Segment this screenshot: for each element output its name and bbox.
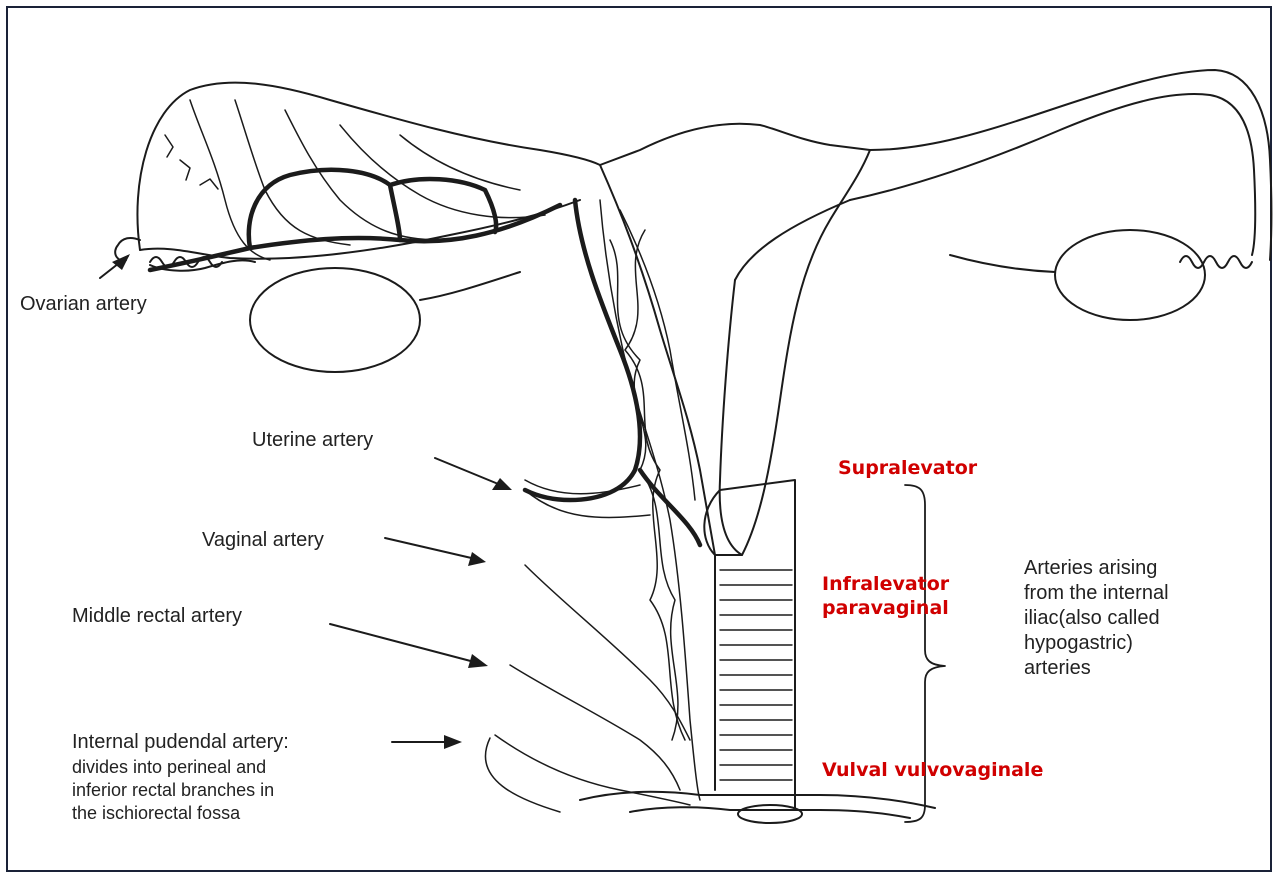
- arteries-note-line: from the internal: [1024, 581, 1169, 606]
- infralevator-line: Infralevator: [822, 572, 949, 596]
- uterine-artery-label: Uterine artery: [252, 428, 373, 452]
- pudendal-desc-line: inferior rectal branches in: [72, 779, 274, 802]
- middle-rectal-artery-label: Middle rectal artery: [72, 604, 242, 628]
- arteries-note-line: hypogastric): [1024, 631, 1169, 656]
- vulval-label: Vulval vulvovaginale: [822, 758, 1043, 782]
- arteries-note: Arteries arising from the internal iliac…: [1024, 556, 1169, 681]
- right-ovary: [1055, 230, 1205, 320]
- left-fallopian-tube: [137, 70, 1271, 260]
- infralevator-line: paravaginal: [822, 596, 949, 620]
- arteries-note-line: arteries: [1024, 656, 1169, 681]
- arteries-note-line: Arteries arising: [1024, 556, 1169, 581]
- pudendal-artery-description: divides into perineal and inferior recta…: [72, 756, 274, 825]
- pudendal-artery-label: Internal pudendal artery:: [72, 730, 289, 754]
- infralevator-label: Infralevator paravaginal: [822, 572, 949, 620]
- vaginal-arrow: [385, 538, 480, 560]
- left-ovary: [250, 268, 420, 372]
- ovarian-artery-label: Ovarian artery: [20, 292, 147, 316]
- pudendal-desc-line: divides into perineal and: [72, 756, 274, 779]
- pudendal-desc-line: the ischiorectal fossa: [72, 802, 274, 825]
- right-fallopian-tube: [850, 94, 1255, 255]
- uterus-body: [600, 150, 870, 555]
- arteries-note-line: iliac(also called: [1024, 606, 1169, 631]
- vaginal-artery-label: Vaginal artery: [202, 528, 324, 552]
- middle-rectal-arrow: [330, 624, 482, 664]
- supralevator-label: Supralevator: [838, 456, 977, 480]
